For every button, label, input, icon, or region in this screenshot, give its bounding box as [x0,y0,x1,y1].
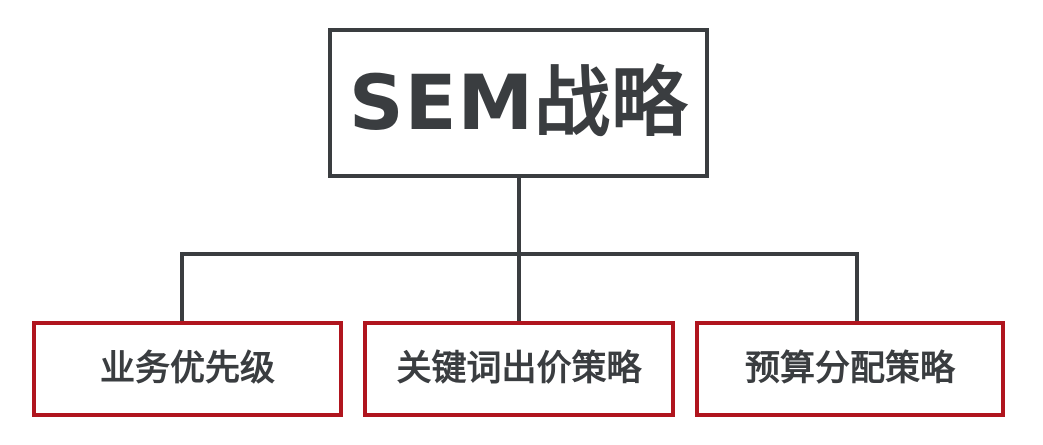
child-node-label: 关键词出价策略 [396,348,642,389]
child-node-budget-allocation: 预算分配策略 [695,321,1005,417]
root-node: SEM战略 [328,28,709,178]
child-node-business-priority: 业务优先级 [32,321,343,417]
child-node-label: 预算分配策略 [744,348,955,389]
root-node-label: SEM战略 [348,58,689,147]
child-node-label: 业务优先级 [99,348,275,389]
child-node-keyword-bidding: 关键词出价策略 [363,321,675,417]
